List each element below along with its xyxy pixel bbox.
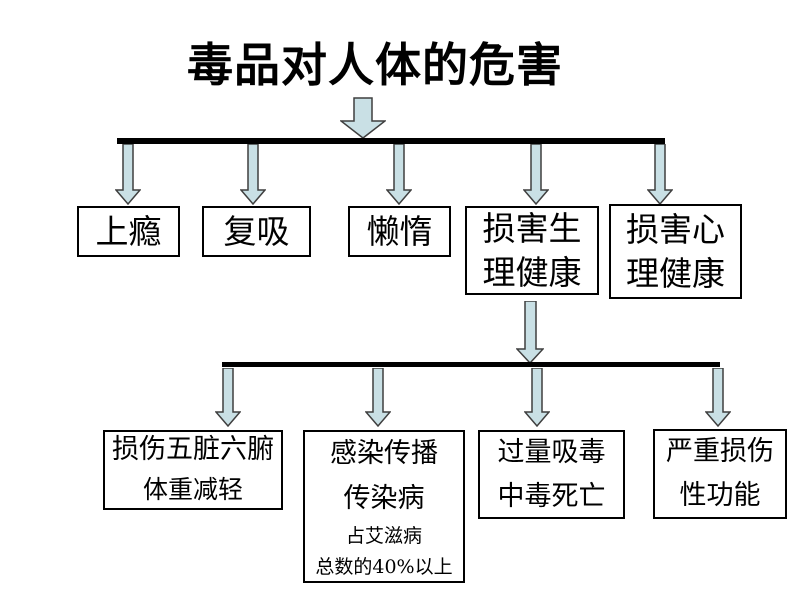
node-label-line2: 体重减轻 (142, 475, 243, 504)
node-label-line2: 中毒死亡 (497, 480, 606, 512)
down-arrow-icon (215, 368, 241, 427)
down-arrow-icon (523, 144, 549, 205)
node-label-line2: 理健康 (626, 253, 725, 293)
node-label: 复吸 (223, 211, 290, 251)
connector-line-level2 (222, 362, 720, 367)
down-arrow-icon (340, 97, 386, 139)
node-label-line1: 损伤五脏六腑 (112, 434, 274, 465)
node-relapse: 复吸 (202, 206, 311, 257)
connector-line-level1 (117, 138, 665, 144)
down-arrow-icon (524, 368, 550, 427)
down-arrow-icon (516, 301, 544, 364)
down-arrow-icon (115, 144, 141, 205)
node-label-line1: 过量吸毒 (497, 436, 606, 468)
node-label-line2: 传染病 (343, 482, 425, 514)
node-label: 懒惰 (366, 211, 433, 251)
node-note-line1: 占艾滋病 (345, 524, 422, 547)
node-label-line1: 损害心 (626, 209, 725, 249)
node-label-line2: 性功能 (679, 480, 761, 511)
node-label-line1: 损害生 (482, 208, 582, 248)
node-addiction: 上瘾 (77, 206, 180, 257)
diagram-title: 毒品对人体的危害 (187, 38, 563, 92)
node-label-line1: 严重损伤 (666, 436, 774, 467)
down-arrow-icon (386, 144, 412, 205)
node-label-line2: 理健康 (482, 252, 582, 292)
node-sexual-function-damage: 严重损伤 性功能 (653, 429, 787, 519)
node-label: 上瘾 (95, 211, 162, 251)
node-note-line2: 总数的40%以上 (315, 555, 453, 578)
node-mental-health: 损害心 理健康 (609, 204, 742, 299)
node-laziness: 懒惰 (348, 206, 451, 257)
down-arrow-icon (365, 368, 391, 427)
node-infectious-disease: 感染传播 传染病 占艾滋病 总数的40%以上 (303, 430, 465, 583)
down-arrow-icon (240, 144, 266, 205)
node-physical-health: 损害生 理健康 (465, 206, 599, 295)
node-label-line1: 感染传播 (330, 437, 438, 469)
node-overdose-death: 过量吸毒 中毒死亡 (478, 430, 625, 519)
node-organ-damage: 损伤五脏六腑 体重减轻 (103, 430, 283, 510)
down-arrow-icon (647, 144, 673, 205)
down-arrow-icon (705, 368, 731, 427)
